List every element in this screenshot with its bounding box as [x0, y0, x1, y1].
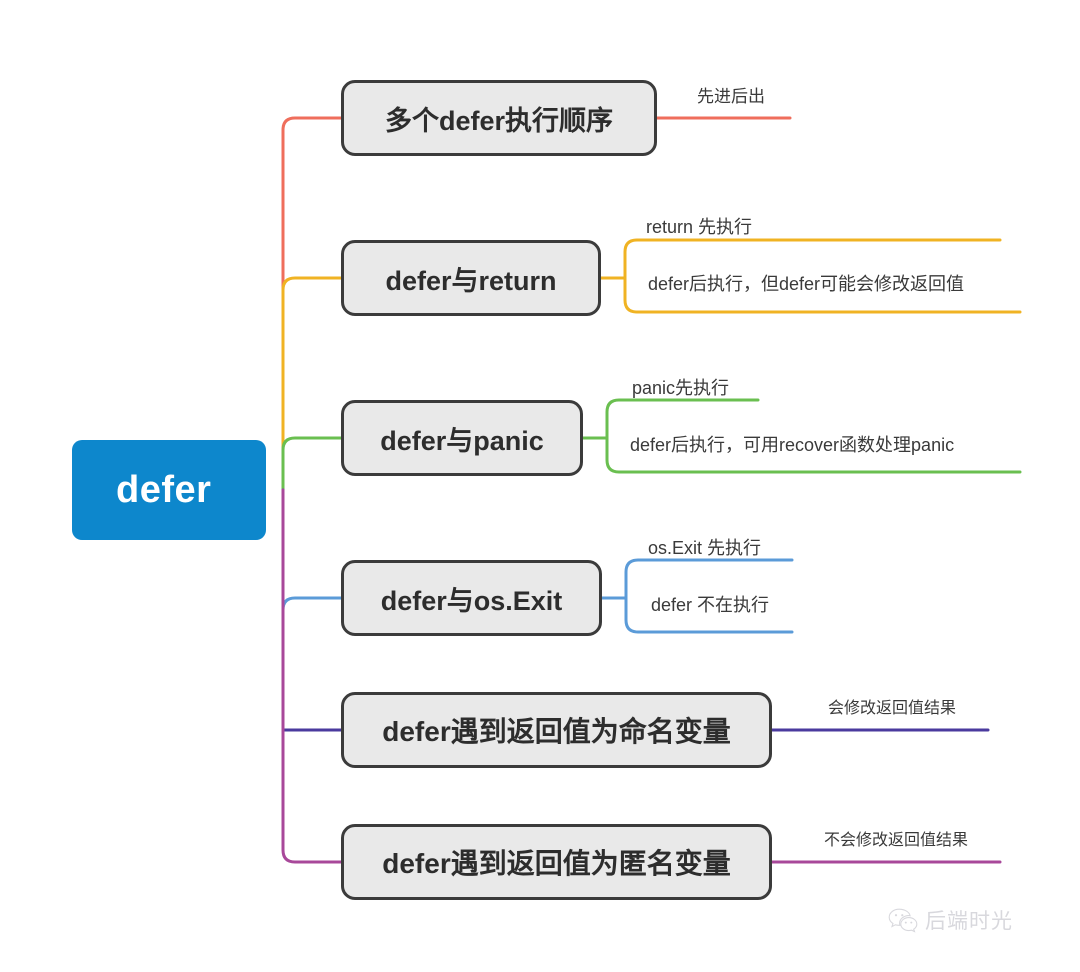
branch-wire-defer-return	[281, 276, 343, 492]
branch-wire-defer-named-var	[281, 488, 343, 732]
leaf-label-defer-order-0[interactable]: 先进后出	[697, 88, 765, 105]
branch-wire-defer-anon-var	[281, 488, 343, 864]
leaf-text: return 先执行	[646, 217, 753, 237]
root-node-label: defer	[116, 468, 212, 511]
topic-label: defer遇到返回值为匿名变量	[382, 848, 731, 879]
leaf-label-defer-named-var-0[interactable]: 会修改返回值结果	[828, 701, 956, 717]
leaf-label-defer-return-1[interactable]: defer后执行，但defer可能会修改返回值	[648, 275, 964, 293]
leaf-label-defer-panic-0[interactable]: panic先执行	[632, 379, 729, 397]
topic-label: defer与os.Exit	[380, 585, 563, 616]
watermark: 后端时光	[888, 905, 1013, 935]
leaf-wire-defer-panic-0	[605, 398, 760, 440]
branch-wire-defer-osexit	[281, 488, 343, 612]
topic-label: defer与return	[385, 265, 557, 296]
topic-node-defer-panic[interactable]: defer与panic	[341, 400, 583, 476]
topic-node-defer-osexit[interactable]: defer与os.Exit	[341, 560, 602, 636]
topic-label: 多个defer执行顺序	[384, 105, 614, 136]
branch-wire-defer-order	[281, 116, 343, 492]
leaf-text: os.Exit 先执行	[648, 538, 762, 558]
leaf-label-defer-anon-var-0[interactable]: 不会修改返回值结果	[824, 833, 968, 849]
leaf-wire-defer-osexit-0	[624, 558, 794, 600]
topic-node-defer-named-var[interactable]: defer遇到返回值为命名变量	[341, 692, 772, 768]
topic-node-defer-return[interactable]: defer与return	[341, 240, 601, 316]
leaf-label-defer-osexit-0[interactable]: os.Exit 先执行	[648, 539, 761, 557]
leaf-text: defer后执行，但defer可能会修改返回值	[648, 274, 965, 294]
topic-label: defer与panic	[380, 425, 544, 456]
topic-label: defer遇到返回值为命名变量	[382, 716, 731, 747]
topic-node-defer-order[interactable]: 多个defer执行顺序	[341, 80, 657, 156]
leaf-label-defer-osexit-1[interactable]: defer 不在执行	[651, 596, 769, 614]
leaf-text: 会修改返回值结果	[828, 700, 957, 717]
wechat-icon	[888, 908, 918, 933]
leaf-label-defer-panic-1[interactable]: defer后执行，可用recover函数处理panic	[630, 436, 954, 454]
branch-wire-defer-panic	[281, 436, 343, 492]
leaf-text: 先进后出	[697, 87, 765, 106]
topic-node-defer-anon-var[interactable]: defer遇到返回值为匿名变量	[341, 824, 772, 900]
leaf-text: defer后执行，可用recover函数处理panic	[630, 435, 955, 455]
watermark-text: 后端时光	[925, 910, 1013, 933]
leaf-label-defer-return-0[interactable]: return 先执行	[646, 218, 752, 236]
leaf-text: defer 不在执行	[651, 595, 770, 615]
leaf-text: panic先执行	[632, 378, 730, 398]
leaf-text: 不会修改返回值结果	[824, 832, 969, 849]
root-node[interactable]: defer	[72, 440, 266, 540]
leaf-wire-defer-return-0	[623, 238, 1002, 280]
